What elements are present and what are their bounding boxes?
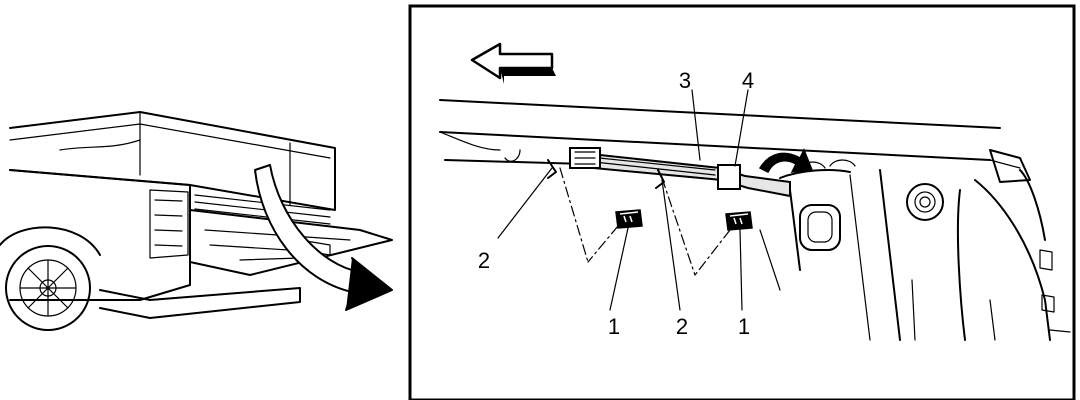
retainer-clip-left [615, 209, 643, 229]
wall-pocket [799, 204, 841, 251]
harness-connector-right [717, 164, 741, 190]
callout-3: 3 [679, 68, 691, 93]
callout-2-left: 2 [478, 248, 490, 273]
callout-1-right: 1 [738, 314, 750, 339]
rotation-arrow-icon [758, 148, 814, 174]
callout-2-center: 2 [676, 314, 688, 339]
direction-arrow-icon [470, 42, 554, 80]
callout-4: 4 [742, 68, 754, 93]
callout-1-left: 1 [608, 314, 620, 339]
detail-frame [408, 4, 1076, 400]
detail-view [439, 42, 1071, 341]
grommet [906, 183, 944, 221]
truck-overview [0, 111, 393, 331]
retainer-clip-right [725, 211, 753, 231]
